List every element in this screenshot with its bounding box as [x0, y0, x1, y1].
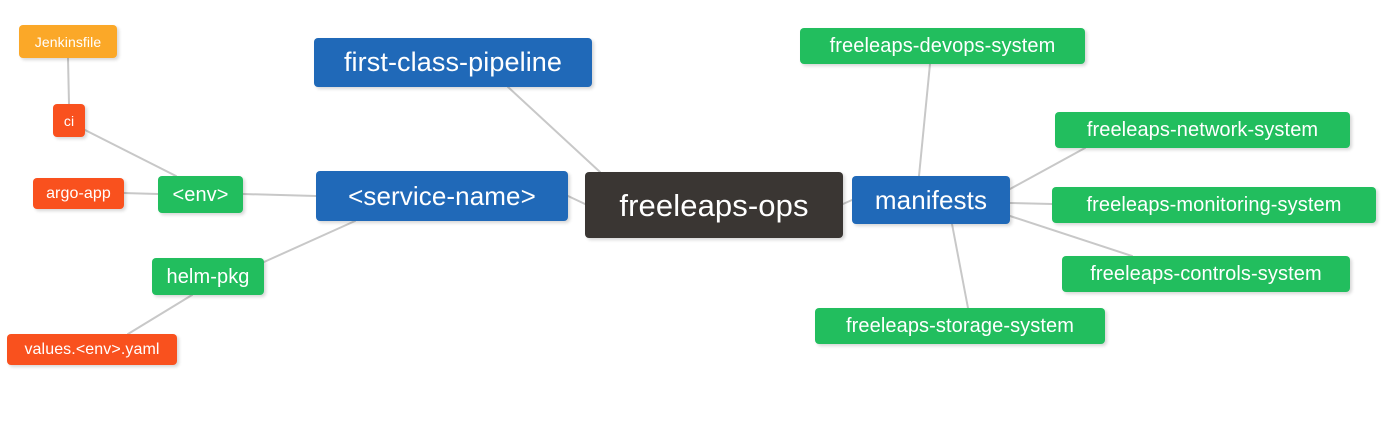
mindmap-node-freeleaps-controls-system[interactable]: freeleaps-controls-system: [1062, 256, 1350, 292]
mindmap-edge-manifests-to-freeleaps-storage-system: [951, 223, 969, 309]
mindmap-node-values-env-yaml[interactable]: values.<env>.yaml: [7, 334, 177, 365]
mindmap-node-label: ci: [63, 112, 75, 129]
mindmap-edge-service-name-to-helm-pkg: [263, 220, 356, 263]
mindmap-node-label: argo-app: [46, 184, 111, 202]
mindmap-node-env[interactable]: <env>: [158, 176, 243, 213]
mindmap-node-argo-app[interactable]: argo-app: [33, 178, 124, 209]
mindmap-edge-env-to-argo-app: [123, 192, 159, 195]
mindmap-edge-manifests-to-freeleaps-monitoring-system: [1009, 202, 1053, 205]
mindmap-node-ci[interactable]: ci: [53, 104, 85, 137]
mindmap-node-label: <service-name>: [348, 181, 536, 211]
mindmap-node-manifests[interactable]: manifests: [852, 176, 1010, 224]
mindmap-edge-freeleaps-ops-to-manifests: [842, 199, 853, 205]
mindmap-node-label: freeleaps-storage-system: [845, 315, 1075, 337]
mindmap-node-label: helm-pkg: [166, 265, 250, 288]
mindmap-node-label: freeleaps-controls-system: [1090, 263, 1322, 285]
mindmap-node-freeleaps-storage-system[interactable]: freeleaps-storage-system: [815, 308, 1105, 344]
mindmap-edge-manifests-to-freeleaps-devops-system: [918, 63, 931, 177]
mindmap-node-service-name[interactable]: <service-name>: [316, 171, 568, 221]
mindmap-node-label: freeleaps-devops-system: [829, 35, 1056, 57]
mindmap-node-freeleaps-ops[interactable]: freeleaps-ops: [585, 172, 843, 238]
mindmap-node-helm-pkg[interactable]: helm-pkg: [152, 258, 264, 295]
mindmap-node-jenkinsfile[interactable]: Jenkinsfile: [19, 25, 117, 58]
mindmap-node-label: values.<env>.yaml: [24, 340, 160, 358]
mindmap-edge-ci-to-jenkinsfile: [67, 57, 70, 105]
mindmap-edge-service-name-to-env: [242, 193, 317, 197]
mindmap-node-freeleaps-monitoring-system[interactable]: freeleaps-monitoring-system: [1052, 187, 1376, 223]
mindmap-node-label: freeleaps-monitoring-system: [1086, 194, 1342, 216]
mindmap-edge-freeleaps-ops-to-service-name: [567, 195, 586, 205]
mindmap-edge-env-to-ci: [84, 129, 177, 177]
mindmap-node-freeleaps-devops-system[interactable]: freeleaps-devops-system: [800, 28, 1085, 64]
mindmap-node-label: manifests: [874, 185, 988, 215]
mindmap-node-label: first-class-pipeline: [343, 47, 563, 77]
mindmap-node-label: <env>: [172, 183, 229, 206]
mindmap-node-freeleaps-network-system[interactable]: freeleaps-network-system: [1055, 112, 1350, 148]
mindmap-node-label: freeleaps-network-system: [1086, 119, 1319, 141]
mindmap-edge-helm-pkg-to-values-env-yaml: [127, 294, 193, 335]
mindmap-node-label: freeleaps-ops: [619, 187, 809, 223]
mindmap-node-first-class-pipeline[interactable]: first-class-pipeline: [314, 38, 592, 87]
mindmap-edge-freeleaps-ops-to-first-class-pipeline: [507, 86, 601, 173]
mindmap-node-label: Jenkinsfile: [34, 33, 102, 50]
mindmap-edge-manifests-to-freeleaps-network-system: [1009, 147, 1086, 190]
